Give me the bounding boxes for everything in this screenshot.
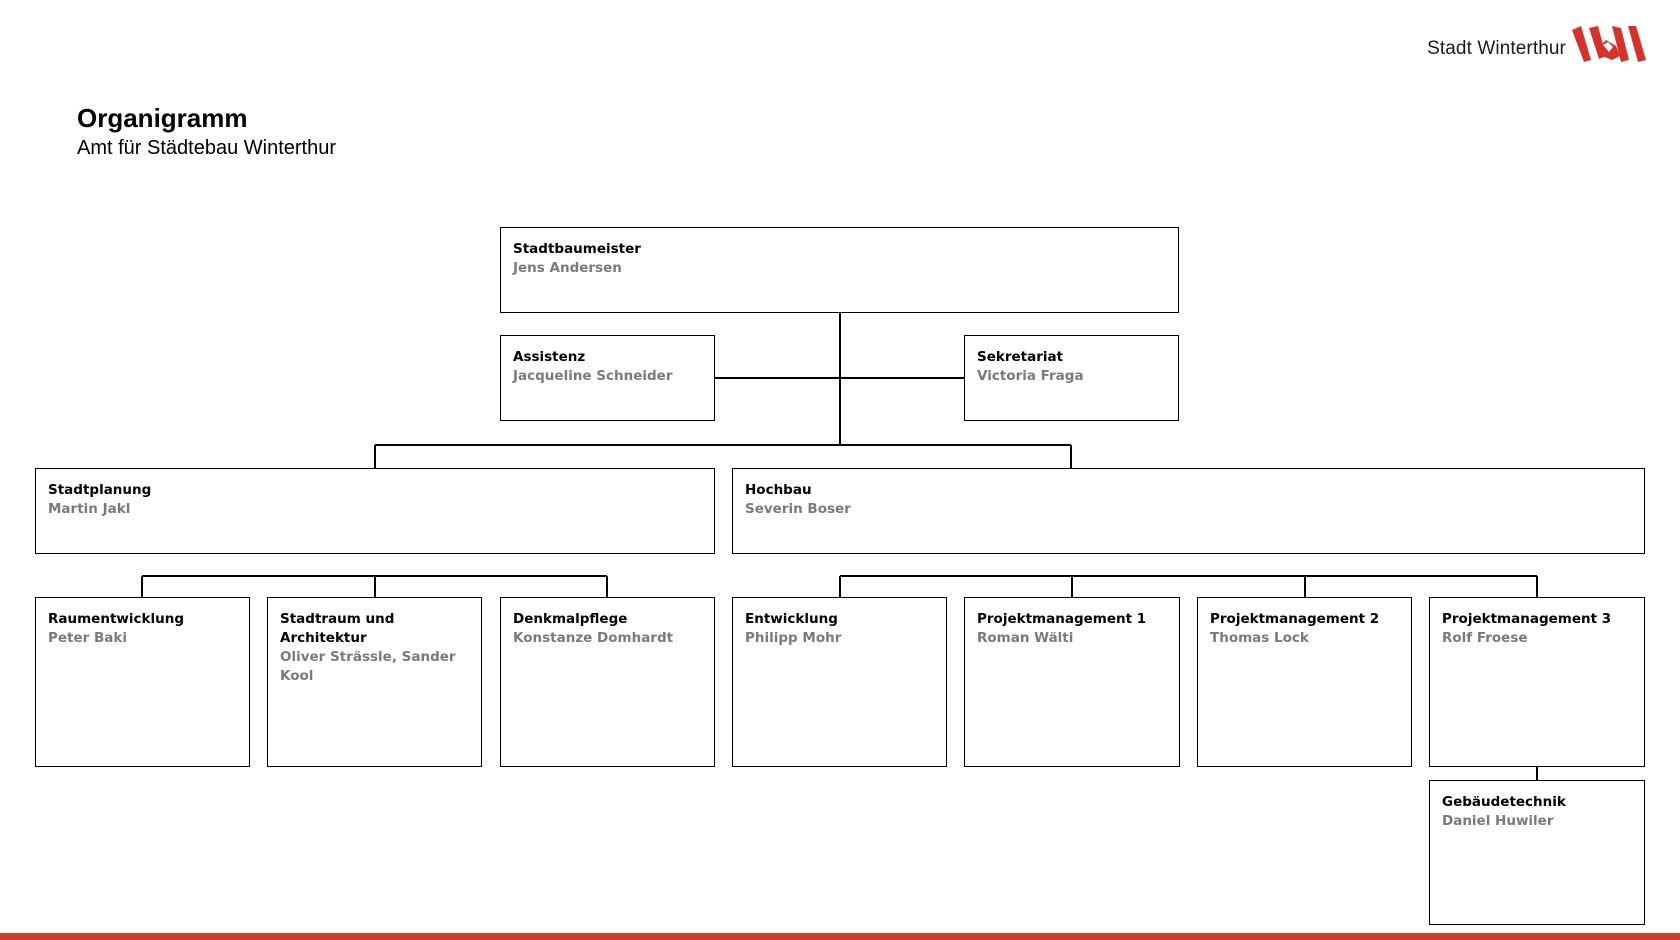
page-subtitle: Amt für Städtebau Winterthur <box>77 137 337 159</box>
node-raumentwicklung: Raumentwicklung Peter Baki <box>35 597 250 767</box>
node-person: Rolf Froese <box>1442 630 1528 646</box>
node-projektmanagement-1: Projektmanagement 1 Roman Wälti <box>964 597 1180 767</box>
node-denkmalpflege: Denkmalpflege Konstanze Domhardt <box>500 597 715 767</box>
node-person: Oliver Strässle, Sander Kool <box>280 649 456 684</box>
winterthur-logo-icon <box>1572 26 1646 62</box>
node-role: Raumentwicklung <box>48 611 184 627</box>
node-person: Philipp Mohr <box>745 630 842 646</box>
node-role: Assistenz <box>513 349 586 365</box>
node-role: Stadtraum und Architektur <box>280 611 395 646</box>
page-title: Organigramm <box>77 103 248 133</box>
node-hochbau: Hochbau Severin Boser <box>732 468 1645 554</box>
node-role: Projektmanagement 2 <box>1210 611 1380 627</box>
node-gebaeudetechnik: Gebäudetechnik Daniel Huwiler <box>1429 780 1645 925</box>
node-person: Daniel Huwiler <box>1442 813 1554 829</box>
node-assistenz: Assistenz Jacqueline Schneider <box>500 335 715 421</box>
node-stadtraum: Stadtraum und Architektur Oliver Strässl… <box>267 597 482 767</box>
node-role: Stadtbaumeister <box>513 241 641 257</box>
brand: Stadt Winterthur <box>1427 26 1646 62</box>
node-role: Sekretariat <box>977 349 1064 365</box>
node-person: Konstanze Domhardt <box>513 630 674 646</box>
node-role: Entwicklung <box>745 611 838 627</box>
node-person: Thomas Lock <box>1210 630 1309 646</box>
node-projektmanagement-3: Projektmanagement 3 Rolf Froese <box>1429 597 1645 767</box>
node-person: Peter Baki <box>48 630 128 646</box>
node-role: Projektmanagement 3 <box>1442 611 1612 627</box>
node-person: Jens Andersen <box>513 260 622 276</box>
node-projektmanagement-2: Projektmanagement 2 Thomas Lock <box>1197 597 1412 767</box>
brand-name: Stadt Winterthur <box>1427 38 1566 59</box>
node-entwicklung: Entwicklung Philipp Mohr <box>732 597 947 767</box>
footer-accent-bar <box>0 933 1680 940</box>
node-role: Stadtplanung <box>48 482 152 498</box>
node-person: Roman Wälti <box>977 630 1074 646</box>
node-person: Jacqueline Schneider <box>513 368 673 384</box>
node-role: Hochbau <box>745 482 812 498</box>
node-role: Projektmanagement 1 <box>977 611 1147 627</box>
node-role: Gebäudetechnik <box>1442 794 1566 810</box>
node-person: Severin Boser <box>745 501 851 517</box>
node-person: Martin Jakl <box>48 501 131 517</box>
node-role: Denkmalpflege <box>513 611 628 627</box>
node-stadtplanung: Stadtplanung Martin Jakl <box>35 468 715 554</box>
node-sekretariat: Sekretariat Victoria Fraga <box>964 335 1179 421</box>
node-stadtbaumeister: Stadtbaumeister Jens Andersen <box>500 227 1179 313</box>
node-person: Victoria Fraga <box>977 368 1084 384</box>
